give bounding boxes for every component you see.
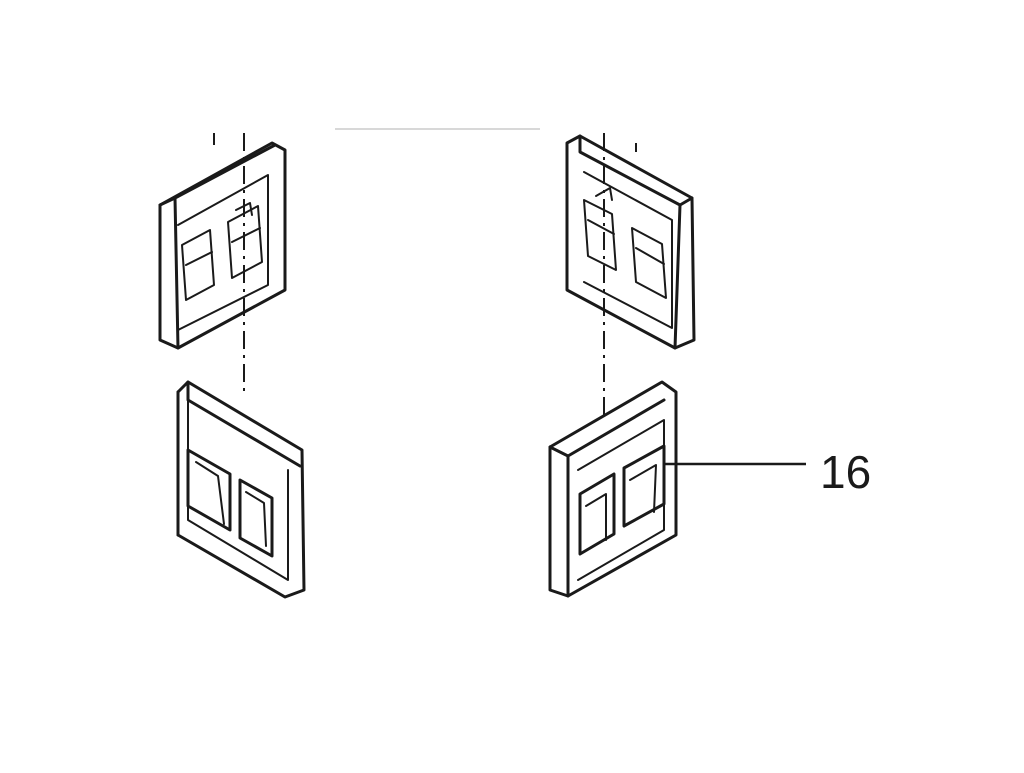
left-assembly [158, 133, 306, 599]
left-cover-plate [176, 380, 306, 599]
right-assembly [548, 133, 696, 598]
right-cover-plate [548, 380, 678, 598]
left-insert-frame [158, 141, 287, 350]
right-insert-frame [565, 134, 696, 350]
callout-label: 16 [820, 446, 871, 498]
